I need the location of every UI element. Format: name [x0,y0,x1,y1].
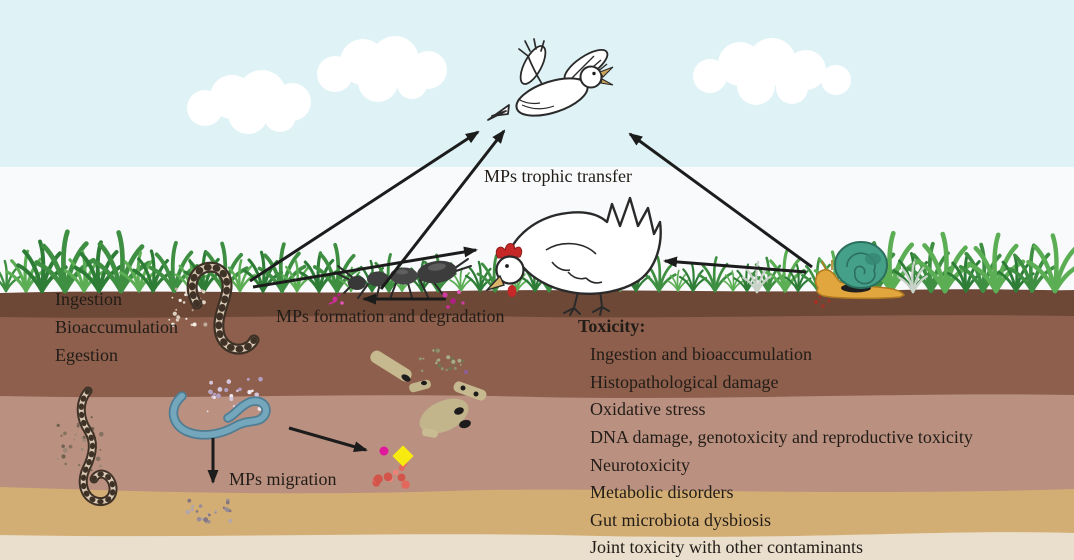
toxicity-heading: Toxicity: [578,316,646,336]
snail [814,241,906,300]
toxicity-item: Ingestion and bioaccumulation [590,344,812,364]
plastic-fragments [370,350,487,438]
label-egestion: Egestion [55,345,118,365]
bird-beak [599,66,614,86]
arrow-worm-to-hen [252,246,478,289]
arrows [207,129,813,484]
toxicity-item: Histopathological damage [590,372,779,392]
clouds [187,36,851,134]
surface-earthworm [186,261,260,355]
mp-cluster-gray-deep [185,498,233,524]
label-formation-degradation: MPs formation and degradation [276,306,505,326]
hen-beak [484,274,505,292]
hen-eye [505,264,509,268]
mp-cluster-deep-worm [56,416,104,472]
bird-tail [487,104,510,121]
label-bioaccumulation: Bioaccumulation [55,317,178,337]
hen-wing [545,242,603,284]
mp-red-bits [813,295,831,308]
soil-layer-base [0,532,1074,560]
toxicity-item: Neurotoxicity [590,455,690,475]
bird-eye [592,71,596,76]
toxicity-item: DNA damage, genotoxicity and reproductiv… [590,427,973,447]
arrow-snail-to-hen [663,256,807,274]
cloud-icon [187,70,311,134]
arrow-migration-lateral [288,426,368,452]
soil-layers [0,289,1074,560]
toxicity-item: Gut microbiota dysbiosis [590,510,771,530]
snail-shell [834,241,888,289]
label-migration: MPs migration [229,469,337,489]
label-ingestion: Ingestion [55,289,122,309]
hen-head [495,255,525,285]
mp-cluster-olive [418,348,465,373]
flying-bird [487,38,614,121]
toxicity-item: Metabolic disorders [590,482,734,502]
toxicity-item: Oxidative stress [590,399,706,419]
mp-magenta-bead [379,446,389,456]
arrow-worm-to-bird [249,130,480,283]
mp-cluster-coral [372,460,410,489]
hen-wattle [507,285,517,297]
hen [484,196,662,316]
cloud-icon [317,36,447,102]
toxicity-item: Joint toxicity with other contaminants [590,537,863,557]
bird-head [579,65,603,89]
label-trophic-transfer: MPs trophic transfer [484,166,632,186]
hen-comb [495,243,523,259]
cloud-icon [693,38,851,105]
arrow-snail-to-bird [628,132,813,269]
deep-earthworm [76,386,118,507]
mp-pink-bits [328,290,465,309]
sky [0,0,1074,167]
bird-left-wing [518,38,545,85]
blue-nematode [168,391,271,440]
